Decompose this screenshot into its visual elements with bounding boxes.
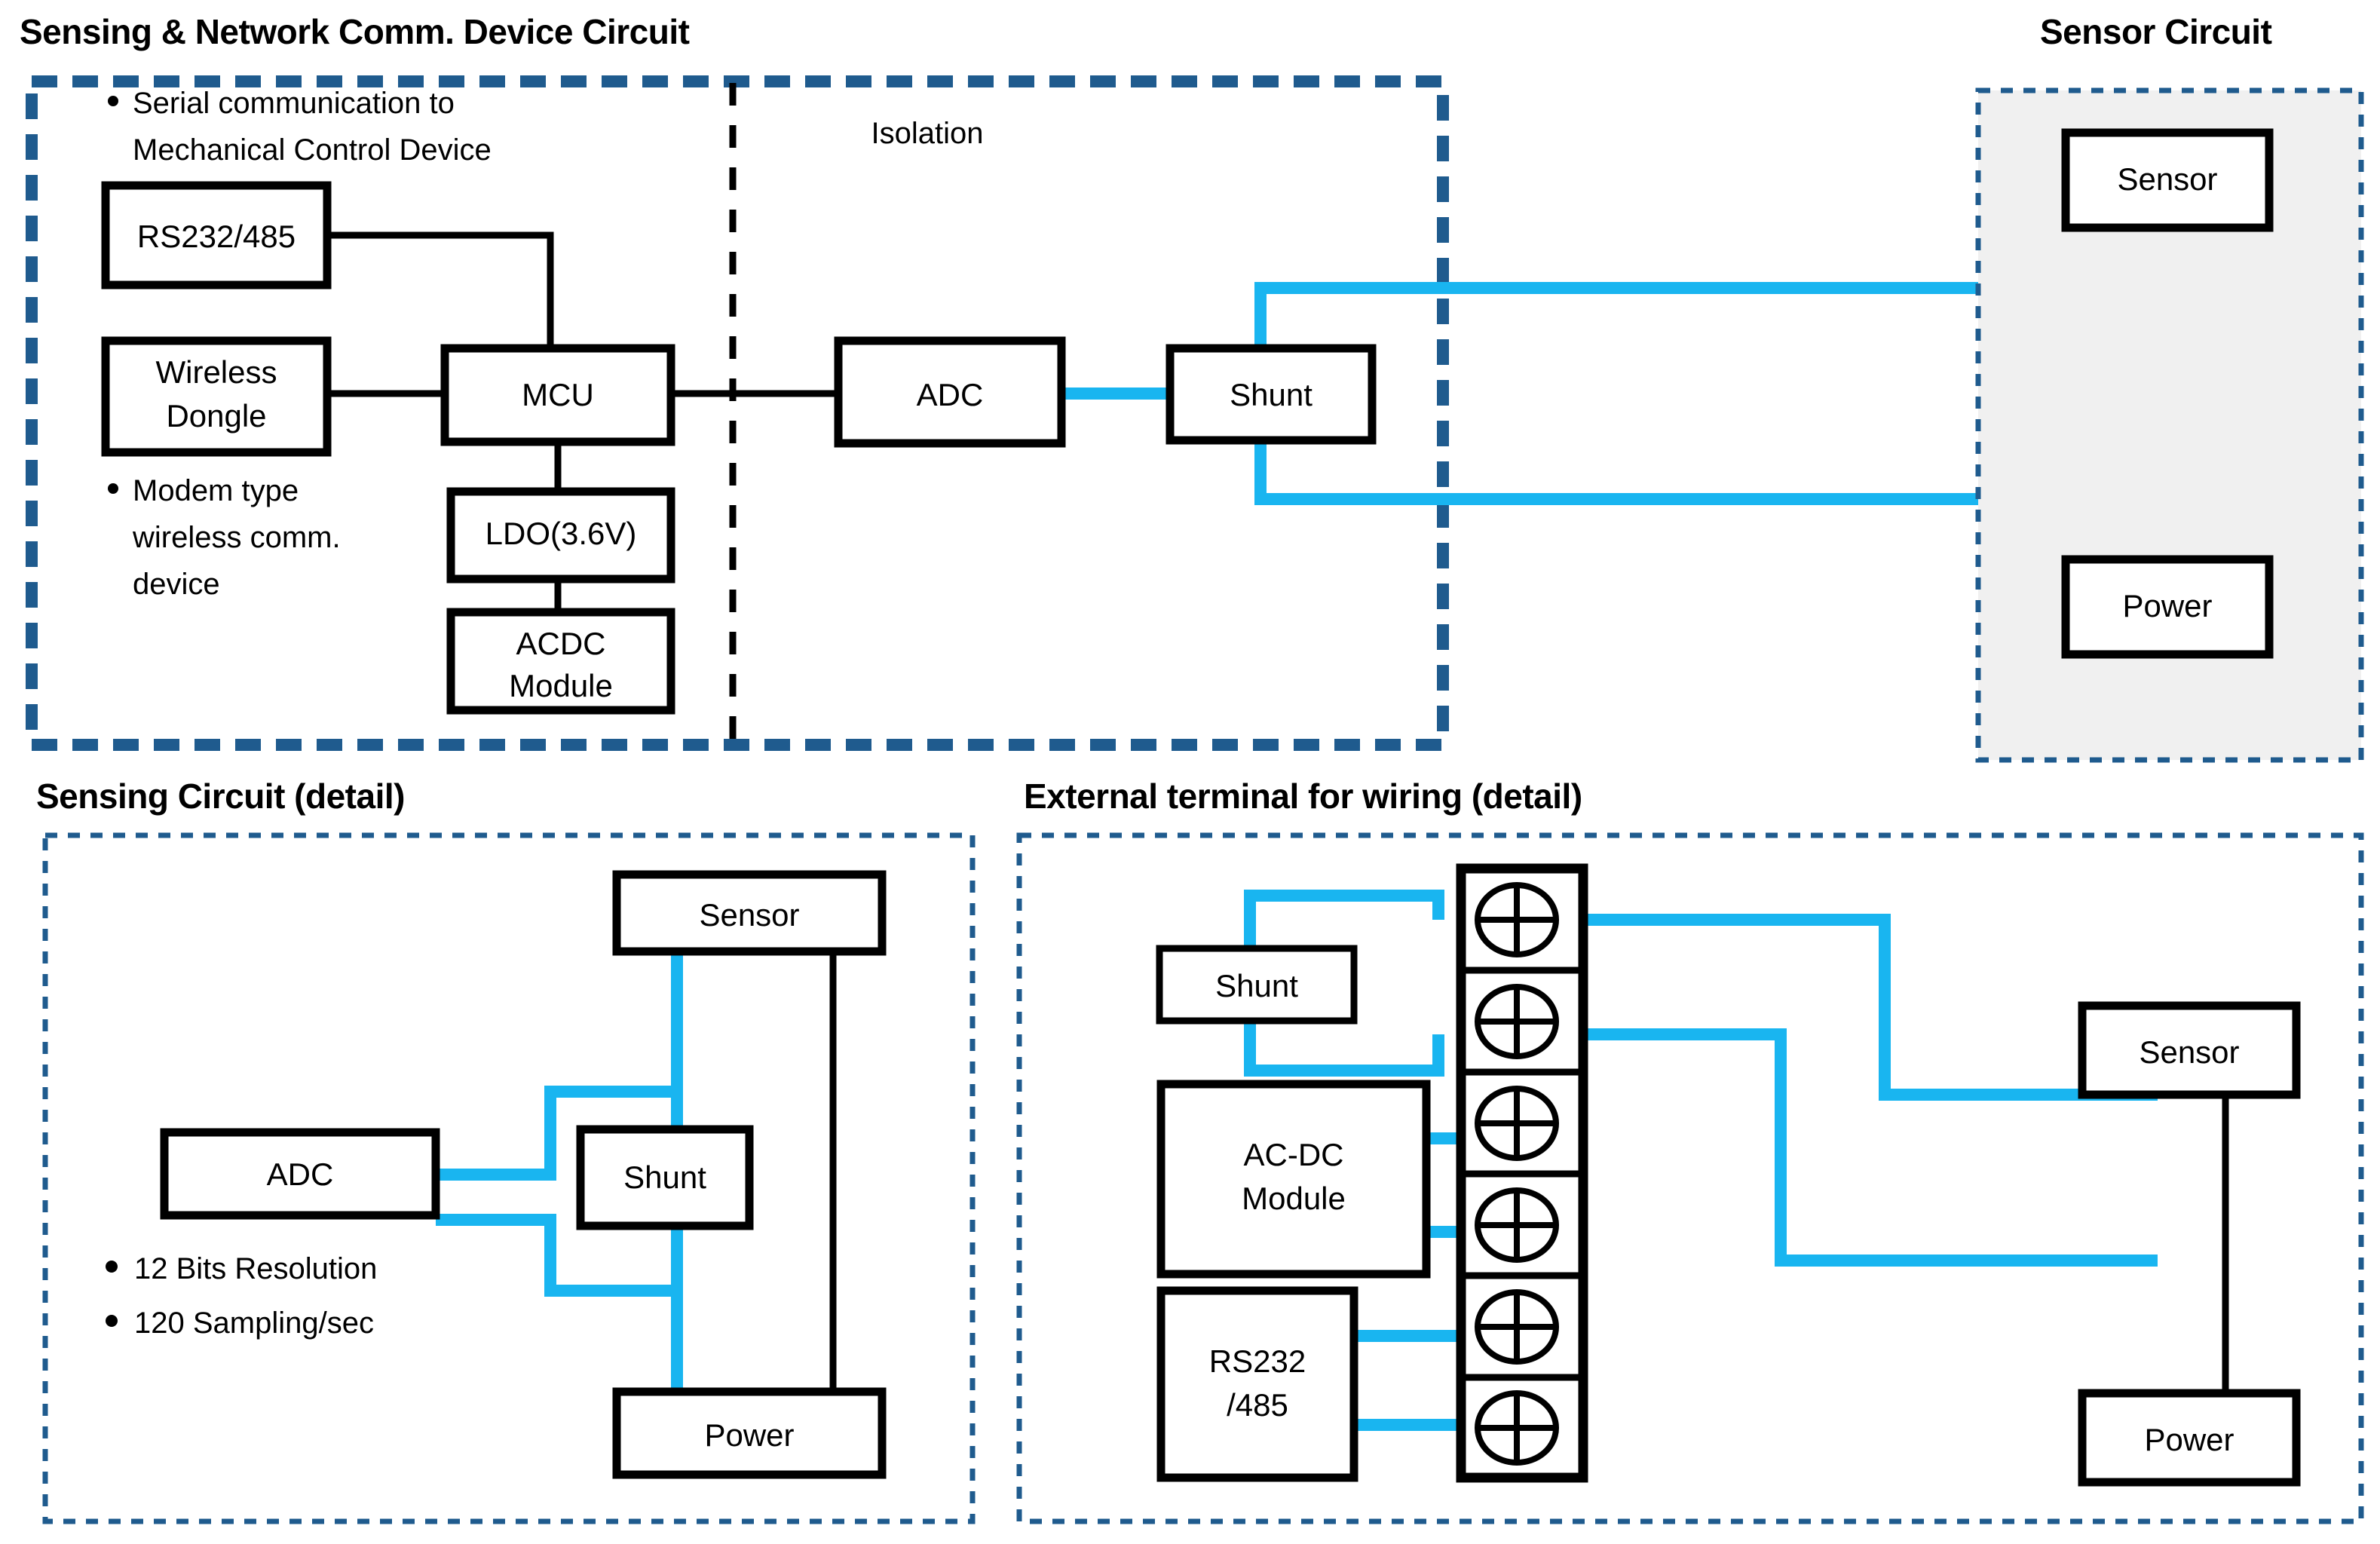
block-power-bottom-left[interactable]	[612, 1387, 887, 1479]
screw-terminal-icon-4	[1475, 1187, 1559, 1263]
title-sensing-network-comm: Sensing & Network Comm. Device Circuit	[20, 12, 690, 51]
block-sensor-bottom-right-label: Sensor	[2139, 1034, 2239, 1070]
block-wireless-dongle-label-1: Wireless	[155, 354, 277, 390]
bullet-dot-sampling	[106, 1315, 118, 1327]
block-acdc-module-label-2: Module	[509, 668, 613, 703]
panel-border-sensing-detail	[42, 832, 976, 1524]
note-serial-comm-line2: Mechanical Control Device	[133, 133, 492, 167]
note-modem-line1: Modem type	[133, 474, 299, 507]
panel-border-external-terminal	[1016, 832, 2364, 1524]
block-sensor-bottom-left-label: Sensor	[699, 897, 799, 933]
note-modem-line2: wireless comm.	[132, 521, 341, 554]
block-ldo-label: LDO(3.6V)	[485, 516, 637, 551]
isolation-label: Isolation	[871, 117, 984, 150]
block-power-bottom-right[interactable]	[2078, 1389, 2301, 1487]
wire-terminal1-to-sensor-br	[1538, 914, 2158, 1101]
block-adc-top[interactable]	[834, 336, 1066, 448]
block-acdc-module-label-1: ACDC	[516, 626, 605, 661]
block-rs232-bottom-right-label-2: /485	[1227, 1387, 1288, 1423]
block-adc-bottom-left-label: ADC	[267, 1156, 334, 1192]
wire-shunt-top-to-terminal1	[1244, 890, 1444, 951]
wire-adc-bottom-to-shunt-bl	[436, 1214, 677, 1297]
wire-rs232-to-mcu	[327, 231, 554, 348]
block-shunt-top[interactable]	[1165, 344, 1377, 445]
screw-terminal-icon-2	[1475, 984, 1559, 1059]
title-sensing-circuit-detail: Sensing Circuit (detail)	[36, 777, 405, 816]
block-adc-top-label: ADC	[917, 377, 984, 412]
block-acdc-bottom-right-label-2: Module	[1242, 1181, 1346, 1216]
block-shunt-bottom-right-label: Shunt	[1215, 968, 1298, 1003]
block-rs232-485-label: RS232/485	[137, 219, 296, 254]
block-acdc-bottom-right[interactable]	[1156, 1080, 1431, 1279]
terminal-cell-6[interactable]	[1457, 1374, 1587, 1481]
wire-adc-top-to-shunt-bl	[436, 1086, 677, 1181]
screw-terminal-icon-3	[1475, 1086, 1559, 1161]
block-mcu[interactable]	[440, 344, 675, 446]
block-wireless-dongle-label-2: Dongle	[166, 398, 266, 433]
block-power-top-right-label: Power	[2122, 588, 2212, 623]
screw-terminal-icon-6	[1475, 1390, 1559, 1466]
block-rs232-bottom-right[interactable]	[1156, 1286, 1358, 1482]
block-adc-bottom-left[interactable]	[160, 1128, 440, 1220]
note-serial-comm-line1: Serial communication to	[133, 87, 455, 120]
block-sensor-top-right-label: Sensor	[2117, 161, 2217, 197]
panel-border-sensing-network	[26, 75, 1449, 751]
block-acdc-bottom-right-label-1: AC-DC	[1244, 1137, 1344, 1172]
block-sensor-bottom-left[interactable]	[612, 870, 887, 956]
block-shunt-bottom-left-label: Shunt	[623, 1160, 706, 1195]
block-sensor-top-right[interactable]	[2061, 128, 2274, 232]
block-shunt-bottom-left[interactable]	[576, 1125, 754, 1230]
block-power-bottom-right-label: Power	[2144, 1422, 2234, 1457]
bullet-text-sampling: 120 Sampling/sec	[134, 1307, 374, 1340]
screw-terminal-icon-1	[1475, 882, 1559, 957]
bullet-dot-note2	[108, 483, 118, 494]
block-sensor-bottom-right[interactable]	[2078, 1001, 2301, 1099]
block-rs232-485[interactable]	[101, 181, 332, 290]
title-external-terminal-detail: External terminal for wiring (detail)	[1024, 777, 1582, 816]
bullet-dot-note1	[108, 96, 118, 106]
note-modem-line3: device	[133, 568, 220, 601]
block-power-bottom-left-label: Power	[704, 1417, 794, 1453]
block-acdc-module[interactable]	[446, 608, 675, 715]
bullet-dot-resolution	[106, 1261, 118, 1273]
bullet-text-resolution: 12 Bits Resolution	[134, 1252, 377, 1285]
block-mcu-label: MCU	[522, 377, 594, 412]
block-power-top-right[interactable]	[2061, 555, 2274, 659]
block-rs232-bottom-right-label-1: RS232	[1209, 1343, 1306, 1379]
block-wireless-dongle[interactable]	[101, 336, 332, 457]
screw-terminal-icon-5	[1475, 1289, 1559, 1365]
block-ldo[interactable]	[446, 487, 675, 584]
block-shunt-bottom-right[interactable]	[1156, 945, 1358, 1025]
terminal-block[interactable]	[1456, 863, 1588, 1483]
title-sensor-circuit: Sensor Circuit	[2040, 12, 2272, 51]
block-shunt-top-label: Shunt	[1230, 377, 1313, 412]
wire-shunt-bottom-to-terminal2	[1244, 1018, 1444, 1077]
wire-terminal2-to-power-br	[1538, 1028, 2158, 1267]
panel-border-sensor-circuit	[1975, 87, 2364, 763]
